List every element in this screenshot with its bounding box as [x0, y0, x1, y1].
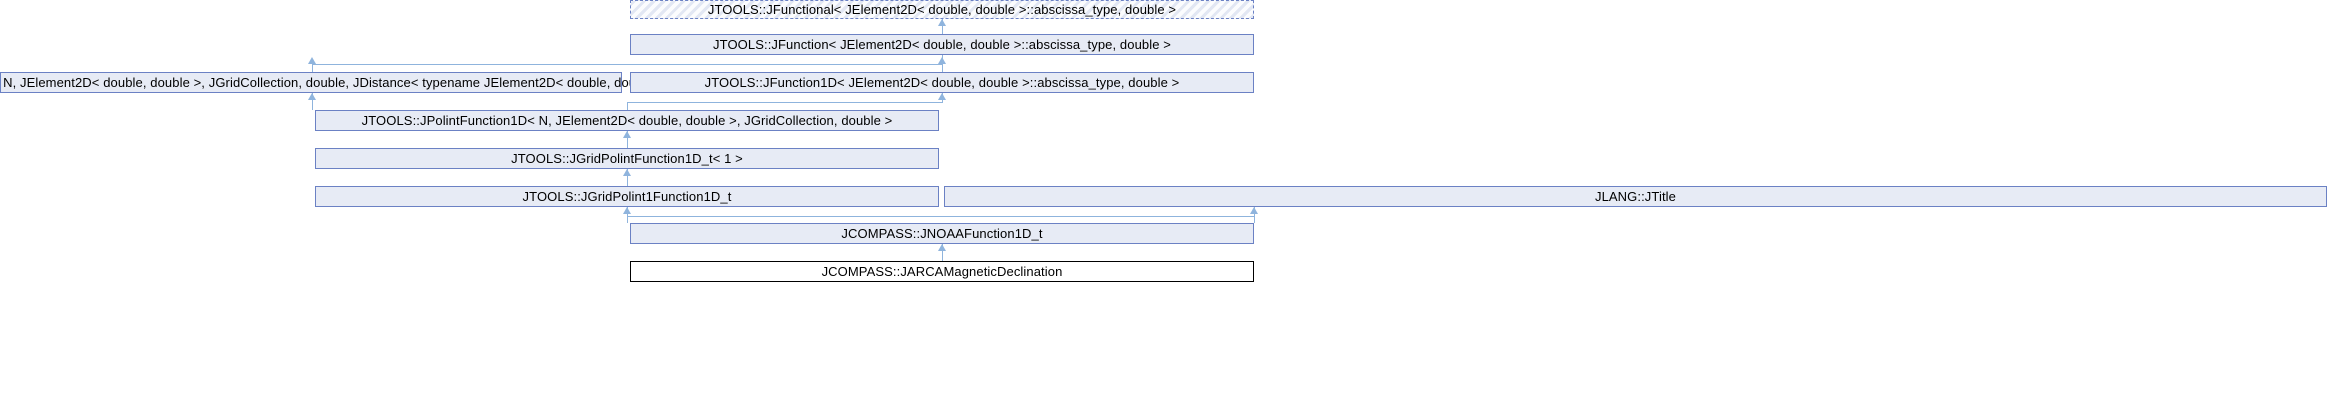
node-jfunctional[interactable]: JTOOLS::JFunctional< JElement2D< double,… [630, 0, 1254, 19]
node-label: JTOOLS::JPolintFunction1D< N, JElement2D… [361, 113, 893, 128]
edge-bus-to-jfunction1d [942, 64, 943, 72]
arrow-jgridpolintfunction1dt-to-jpolintfunction1d [623, 131, 631, 138]
edge-jgridpolintfunction1dt-to-jpolintfunction1d [627, 131, 628, 148]
node-jpolintfunction[interactable]: JTOOLS::JPolintFunction< N, JElement2D< … [0, 72, 779, 93]
edge-jgridpolint1function1dt-to-jgridpolintfunction1dt [627, 169, 628, 186]
node-jtitle[interactable]: JLANG::JTitle [944, 186, 2327, 207]
edge-jfunction-bus [312, 64, 943, 65]
edge-jarcamagneticdeclination-to-jnoaafunction1dt [942, 244, 943, 261]
node-label: JTOOLS::JGridPolint1Function1D_t [522, 189, 732, 204]
edge-bus-to-jpolintfunction [312, 64, 313, 72]
node-jpolintfunction1d[interactable]: JTOOLS::JPolintFunction1D< N, JElement2D… [315, 110, 939, 131]
node-label: JTOOLS::JFunction< JElement2D< double, d… [713, 37, 1171, 52]
edge-bus-down-to-jnoaafunction1dt-left [627, 216, 628, 223]
arrow-jnoaafunction1dt-to-jtitle [1250, 207, 1258, 214]
node-label: JTOOLS::JGridPolintFunction1D_t< 1 > [511, 151, 743, 166]
node-jnoaafunction1d-t[interactable]: JCOMPASS::JNOAAFunction1D_t [630, 223, 1254, 244]
edge-jnoaafunction1dt-bus [627, 216, 1255, 217]
node-jfunction1d[interactable]: JTOOLS::JFunction1D< JElement2D< double,… [630, 72, 1254, 93]
edge-bus-down-to-jnoaafunction1dt-right [1254, 216, 1255, 223]
edge-jpolintfunction1d-to-jpolintfunction [312, 93, 313, 110]
node-label: JCOMPASS::JNOAAFunction1D_t [841, 226, 1043, 241]
arrow-jarcamagneticdeclination-to-jnoaafunction1dt [938, 244, 946, 251]
arrow-jpolintfunction-to-jfunction [308, 57, 316, 64]
node-jfunction[interactable]: JTOOLS::JFunction< JElement2D< double, d… [630, 34, 1254, 55]
node-label: JLANG::JTitle [1594, 189, 1676, 204]
arrow-jnoaafunction1dt-to-jgridpolint1function1dt [623, 207, 631, 214]
arrow-jpolintfunction1d-to-jfunction1d [938, 93, 946, 100]
node-jgridpolint1function1d-t[interactable]: JTOOLS::JGridPolint1Function1D_t [315, 186, 939, 207]
arrow-jfunction1d-to-jfunction [938, 57, 946, 64]
arrow-jpolintfunction1d-to-jpolintfunction [308, 93, 316, 100]
node-label: JCOMPASS::JARCAMagneticDeclination [821, 264, 1063, 279]
node-label: JTOOLS::JFunction1D< JElement2D< double,… [704, 75, 1180, 90]
edge-jpolintfunction1d-to-jfunction1d [627, 102, 628, 110]
node-label: JTOOLS::JFunctional< JElement2D< double,… [707, 2, 1177, 17]
edge-jfunction-to-jfunctional [942, 19, 943, 34]
edge-jfunction1d-bus [627, 102, 943, 103]
arrow-jfunction-to-jfunctional [938, 19, 946, 26]
arrow-jgridpolint1function1dt-to-jgridpolintfunction1dt [623, 169, 631, 176]
node-jarcamagneticdeclination[interactable]: JCOMPASS::JARCAMagneticDeclination [630, 261, 1254, 282]
node-jgridpolintfunction1d-t[interactable]: JTOOLS::JGridPolintFunction1D_t< 1 > [315, 148, 939, 169]
